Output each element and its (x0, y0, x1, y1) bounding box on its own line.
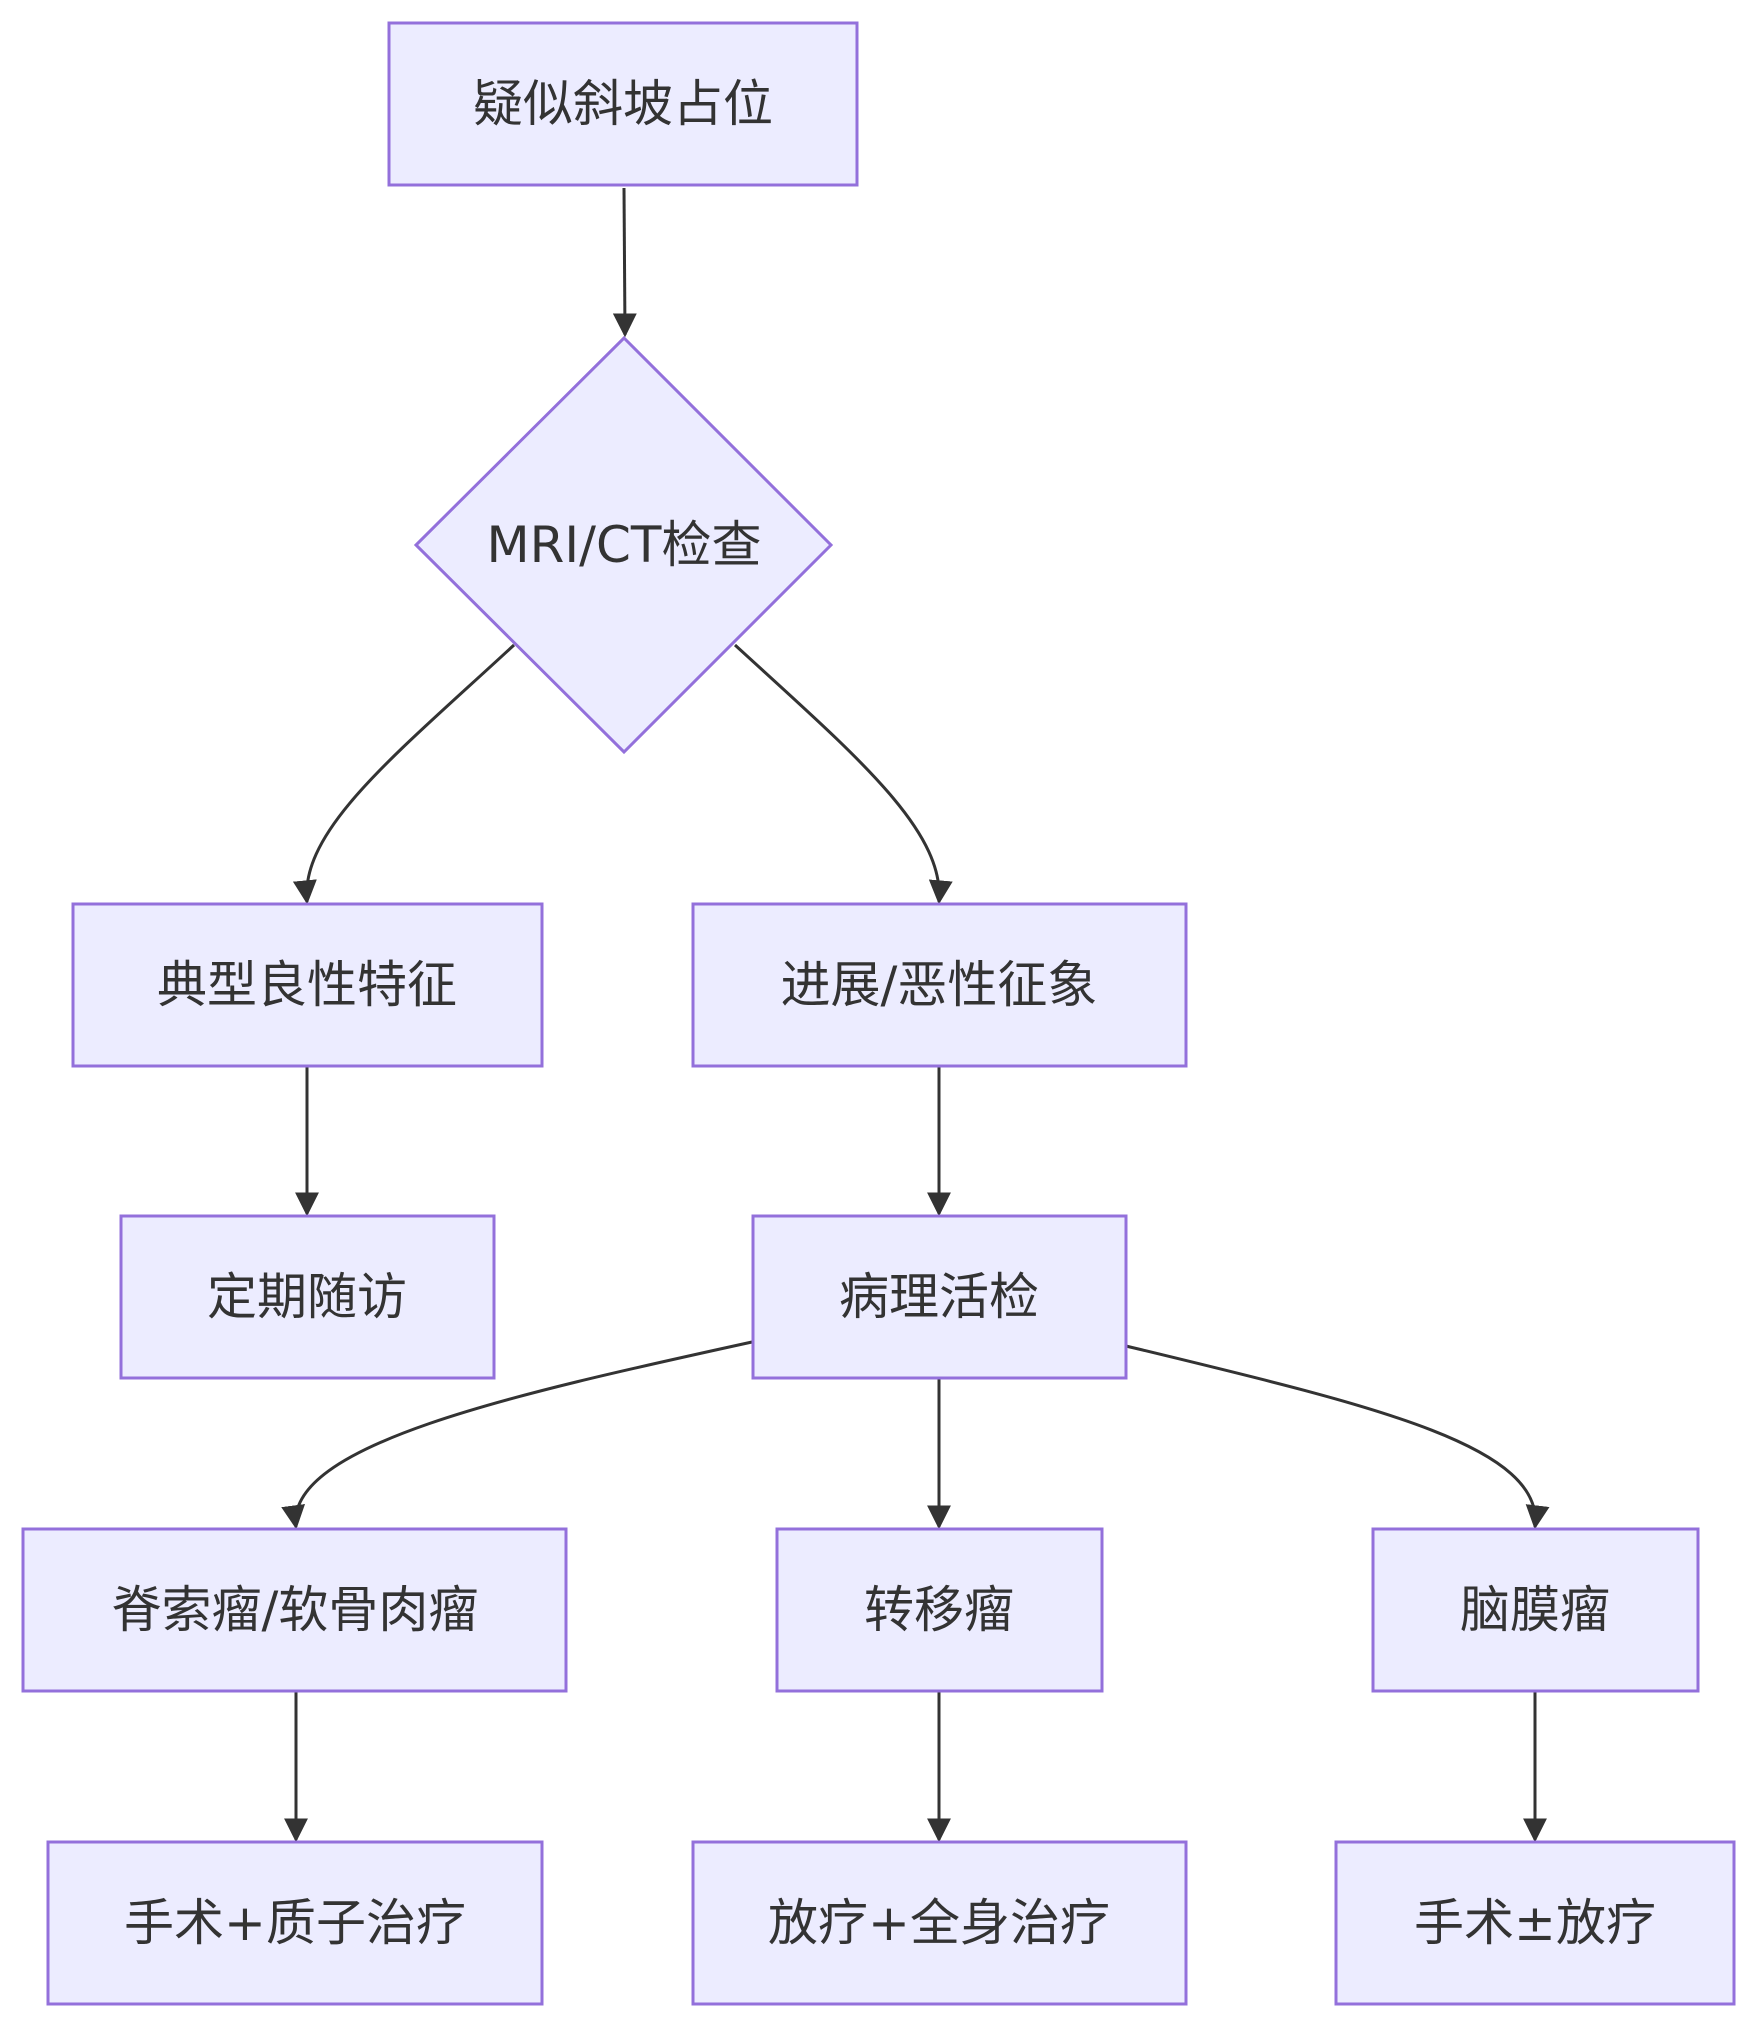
node-progress-box (691, 902, 1188, 1068)
node-metastasis-treatment-box (691, 1840, 1188, 2006)
edge-biopsy-meningioma (1125, 1344, 1550, 1530)
node-biopsy: 病理活检 (751, 1214, 1128, 1380)
node-progress: 进展/恶性征象 (691, 902, 1188, 1068)
node-benign: 典型良性特征 (71, 902, 544, 1068)
node-chordoma-treatment: 手术+质子治疗 (46, 1840, 544, 2006)
node-metastasis-label: 转移瘤 (864, 1581, 1014, 1639)
node-metastasis-box (775, 1527, 1104, 1693)
edge-imaging-progress (733, 643, 953, 905)
node-suspected-box (387, 21, 859, 187)
node-benign-label: 典型良性特征 (157, 956, 457, 1014)
node-biopsy-box (751, 1214, 1128, 1380)
node-meningioma: 脑膜瘤 (1371, 1527, 1700, 1693)
node-followup-box (119, 1214, 496, 1380)
node-benign-box (71, 902, 544, 1068)
node-suspected-label: 疑似斜坡占位 (473, 75, 773, 133)
node-imaging: MRI/CT检查 (413, 335, 834, 755)
node-chordoma-treatment-label: 手术+质子治疗 (124, 1894, 466, 1952)
node-biopsy-label: 病理活检 (839, 1268, 1039, 1326)
node-imaging-label: MRI/CT检查 (487, 516, 762, 574)
edge-suspected-imaging (612, 187, 637, 338)
node-suspected: 疑似斜坡占位 (387, 21, 859, 187)
edge-biopsy-chordoma (281, 1340, 753, 1530)
node-meningioma-box (1371, 1527, 1700, 1693)
node-meningioma-label: 脑膜瘤 (1460, 1581, 1610, 1639)
node-chordoma-treatment-box (46, 1840, 544, 2006)
node-metastasis-treatment-label: 放疗+全身治疗 (768, 1894, 1110, 1952)
node-imaging-diamond (413, 335, 834, 755)
node-followup: 定期随访 (119, 1214, 496, 1380)
edge-imaging-benign (292, 643, 516, 905)
node-meningioma-treatment-box (1334, 1840, 1736, 2006)
node-chordoma-label: 脊索瘤/软骨肉瘤 (112, 1581, 479, 1639)
node-metastasis-treatment: 放疗+全身治疗 (691, 1840, 1188, 2006)
node-meningioma-treatment: 手术±放疗 (1334, 1840, 1736, 2006)
node-metastasis: 转移瘤 (775, 1527, 1104, 1693)
node-chordoma: 脊索瘤/软骨肉瘤 (21, 1527, 568, 1693)
node-meningioma-treatment-label: 手术±放疗 (1414, 1894, 1656, 1952)
node-chordoma-box (21, 1527, 568, 1693)
node-followup-label: 定期随访 (207, 1268, 407, 1326)
node-progress-label: 进展/恶性征象 (781, 956, 1098, 1014)
edges (281, 187, 1550, 1843)
